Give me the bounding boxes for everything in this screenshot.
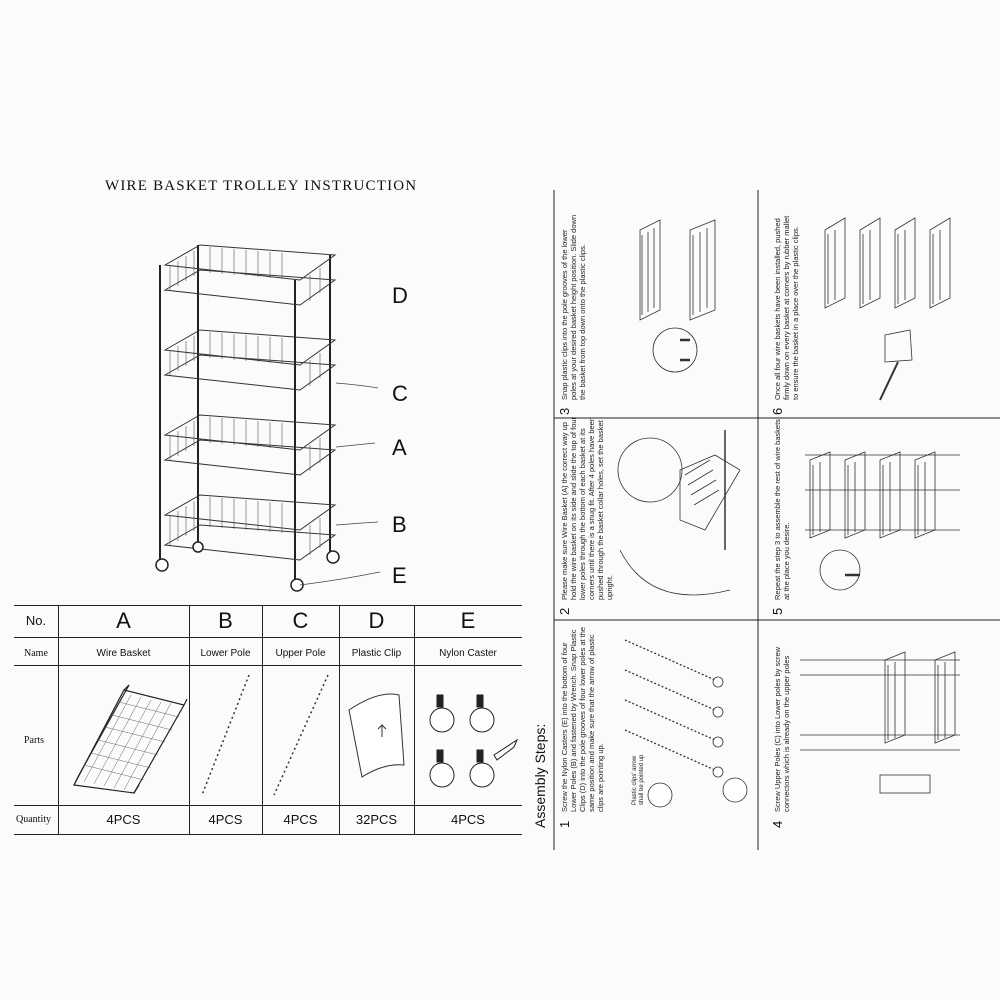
col-c-letter: C: [292, 608, 309, 633]
col-e-quantity: 4PCS: [451, 812, 485, 827]
plastic-clip-icon: [348, 693, 405, 778]
clip-arrow-note: Plastic clips' arrow shall be pointed up: [632, 754, 645, 805]
step-6-text: Once all four wire baskets have been ins…: [773, 215, 800, 400]
diagram-label-c: C: [392, 381, 408, 406]
step-6-number: 6: [770, 407, 785, 415]
col-b-letter: B: [218, 608, 233, 633]
lower-pole-icon: [201, 674, 250, 796]
row-label-quantity: Quantity: [16, 814, 51, 825]
step-5-number: 5: [770, 607, 785, 615]
nylon-caster-icon: [429, 694, 519, 788]
document-title: WIRE BASKET TROLLEY INSTRUCTION: [105, 178, 418, 194]
diagram-label-a: A: [392, 435, 407, 460]
step-1-text: Screw the Nylon Casters (E) into the bot…: [560, 626, 605, 812]
step-4-text: Screw Upper Poles (C) into Lower poles b…: [773, 646, 791, 812]
parts-table: No. Name Parts Quantity A Wire Basket 4P…: [14, 605, 522, 835]
col-e-name: Nylon Caster: [439, 648, 497, 659]
assembly-steps-heading: Assembly Steps:: [532, 723, 548, 828]
trolley-illustration: [155, 244, 381, 592]
col-a-name: Wire Basket: [96, 648, 151, 659]
step-3-text: Snap plastic clips into the pole grooves…: [560, 214, 587, 400]
col-a-quantity: 4PCS: [106, 812, 141, 827]
diagram-label-b: B: [392, 512, 407, 537]
step-4-number: 4: [770, 820, 785, 828]
col-d-quantity: 32PCS: [355, 812, 398, 827]
row-label-name: Name: [24, 648, 48, 659]
col-b-quantity: 4PCS: [208, 812, 243, 827]
step-5-text: Repeat the step 3 to assemble the rest o…: [773, 419, 791, 600]
col-d-name: Plastic Clip: [351, 648, 402, 659]
col-d-letter: D: [368, 608, 385, 633]
upper-pole-icon: [273, 674, 329, 796]
col-c-quantity: 4PCS: [283, 812, 318, 827]
step-2-text: Please make sure Wire Basket (A) the cor…: [560, 416, 614, 600]
assembly-grid: [553, 190, 1000, 850]
col-a-letter: A: [116, 608, 131, 633]
diagram-label-d: D: [392, 283, 408, 308]
step-2-number: 2: [557, 607, 572, 615]
header-no: No.: [25, 613, 47, 628]
diagram-label-e: E: [392, 563, 407, 588]
col-b-name: Lower Pole: [200, 648, 251, 659]
step-3-number: 3: [557, 407, 572, 415]
wire-basket-icon: [73, 684, 188, 794]
row-label-parts: Parts: [24, 735, 44, 746]
col-e-letter: E: [460, 608, 476, 633]
col-c-name: Upper Pole: [275, 648, 326, 659]
step-1-number: 1: [557, 820, 572, 828]
